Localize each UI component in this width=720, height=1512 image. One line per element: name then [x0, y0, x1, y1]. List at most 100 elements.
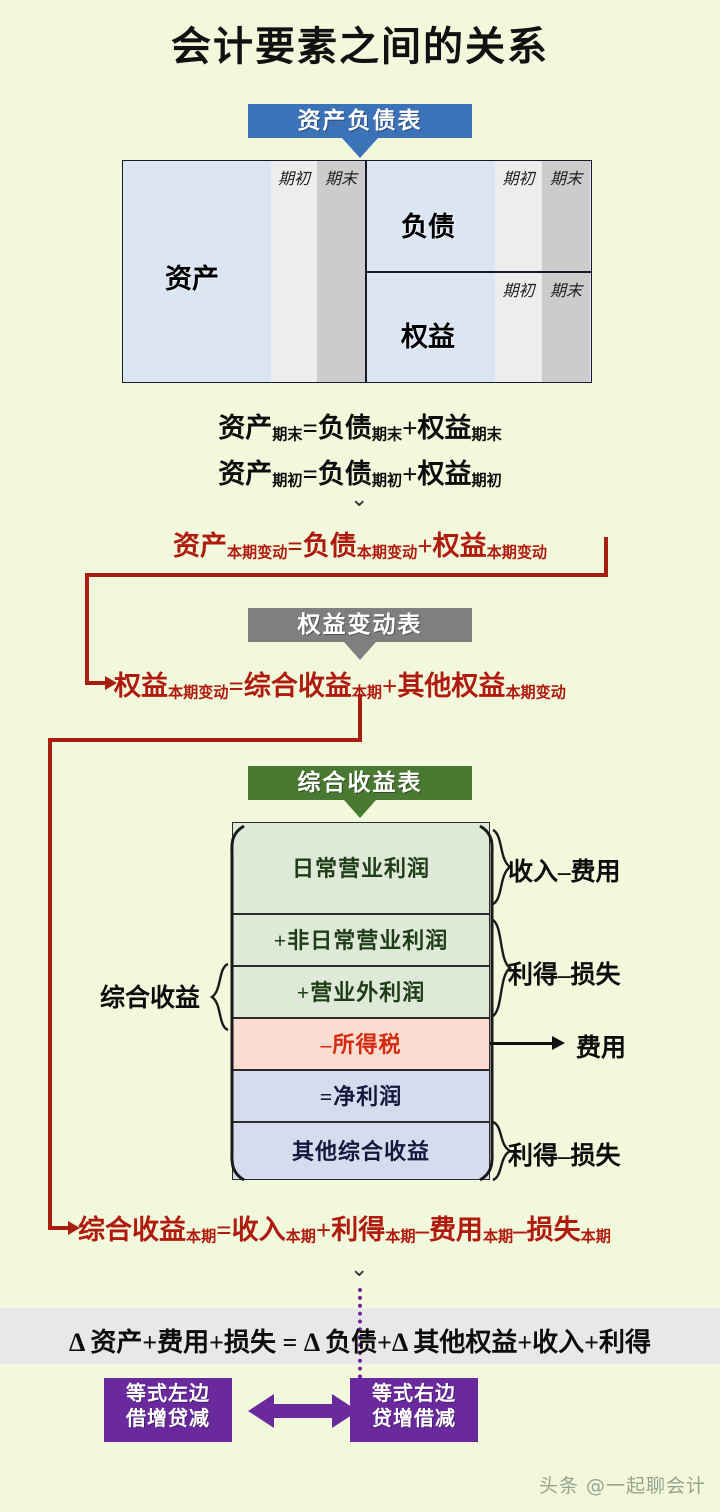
master-equation: Δ 资产+费用+损失 = Δ 负债+Δ 其他权益+收入+利得 [69, 1328, 651, 1357]
chevron-down-icon-2: ⌄ [350, 1256, 369, 1281]
eq-ci-sub-e: 本期 [580, 1229, 611, 1246]
eq-eqd-sub-c: 本期变动 [505, 685, 566, 702]
eq-end-term-b: 负债 [317, 413, 372, 443]
left-side-rule-box: 等式左边 借增贷减 [104, 1378, 232, 1442]
assets-label: 资产 [165, 264, 219, 294]
eq-eqd-term-a: 权益 [114, 671, 168, 701]
eq-delta-term-b: 负债 [302, 531, 357, 561]
income-row-5: 其他综合收益 [232, 1122, 490, 1180]
equity-statement-arrow-icon [344, 642, 376, 660]
eq-end-term-c: 权益 [417, 413, 472, 443]
income-row-2: +营业外利润 [232, 966, 490, 1018]
assets-col-begin-label: 期初 [277, 171, 310, 188]
eq-delta-plus: + [417, 531, 433, 561]
balance-sheet-arrow-icon [342, 138, 378, 158]
red-connector-1-top [604, 537, 608, 577]
eq-end-term-a: 资产 [218, 413, 273, 443]
equation-comprehensive-income: 综合收益本期=收入本期+利得本期–费用本期–损失本期 [78, 1208, 611, 1247]
eq-ci-sub-c: 本期 [385, 1229, 416, 1246]
eq-begin-sub-c: 期初 [471, 473, 502, 490]
red-connector-2-arrow-icon [68, 1221, 80, 1235]
balance-sheet-liabilities-cell: 期初 期末 负债 [366, 160, 592, 272]
equity-statement-arrow-stem-icon [353, 638, 367, 646]
eq-begin-sub-b: 期初 [371, 473, 403, 490]
balance-sheet-assets-cell: 期初 期末 资产 [122, 160, 366, 383]
balance-sheet-equity-cell: 期初 期末 权益 [366, 272, 592, 383]
eq-begin-term-b: 负债 [317, 459, 372, 489]
assets-begin-column [271, 161, 317, 382]
eq-eqd-term-b: 综合收益 [243, 671, 352, 701]
income-right-brace-icon-2 [492, 919, 512, 1017]
eq-end-sub-c: 期末 [471, 427, 502, 444]
eq-end-sub-b: 期末 [371, 427, 403, 444]
page-title: 会计要素之间的关系 [171, 24, 549, 70]
eq-delta-sub-a: 本期变动 [226, 545, 288, 562]
eq-begin-sub-a: 期初 [272, 473, 303, 490]
income-expense-arrow-head-icon [552, 1036, 565, 1050]
red-connector-1-arrow-icon [105, 676, 117, 690]
income-expense-arrow-line [490, 1042, 554, 1045]
eq-ci-term-d: 费用 [428, 1215, 483, 1245]
eq-ci-op3: – [513, 1215, 527, 1245]
liabilities-col-end-label: 期末 [549, 171, 582, 188]
eq-eqd-sub-a: 本期变动 [168, 685, 229, 702]
eq-begin-equals: = [302, 459, 318, 489]
eq-eqd-plus: + [382, 671, 398, 701]
chevron-down-icon-1: ⌄ [350, 486, 369, 511]
income-row-3: –所得税 [232, 1018, 490, 1070]
income-statement-left-label: 综合收益 [100, 985, 201, 1012]
income-statement-arrow-icon [344, 800, 376, 818]
income-statement-outer-bracket-icon [230, 824, 494, 1182]
equity-col-end-label: 期末 [549, 283, 582, 300]
eq-eqd-term-c: 其他权益 [397, 671, 506, 701]
liabilities-label: 负债 [401, 212, 455, 242]
left-side-rule-line2: 借增贷减 [126, 1408, 210, 1430]
eq-delta-sub-b: 本期变动 [356, 545, 418, 562]
income-row-4: =净利润 [232, 1070, 490, 1122]
eq-end-equals: = [302, 413, 318, 443]
eq-delta-sub-c: 本期变动 [486, 545, 548, 562]
red-connector-2-left [48, 738, 52, 1230]
watermark: 头条 @一起聊会计 [538, 1475, 706, 1497]
income-right-brace-icon-1 [492, 828, 512, 906]
master-divider-dotted-line [358, 1288, 362, 1418]
income-annotation-2: 费用 [576, 1035, 627, 1062]
assets-end-column [317, 161, 365, 382]
liabilities-end-column [542, 161, 590, 271]
double-arrow-icon [248, 1394, 358, 1428]
red-connector-1-left [85, 573, 89, 685]
eq-delta-equals: = [287, 531, 303, 561]
eq-ci-term-b: 收入 [231, 1215, 286, 1245]
eq-ci-term-c: 利得 [331, 1215, 386, 1245]
income-left-brace-icon [210, 962, 229, 1032]
red-connector-2-stem [358, 694, 362, 742]
red-connector-2-in [48, 1226, 70, 1230]
equity-end-column [542, 273, 590, 382]
equity-begin-column [495, 273, 542, 382]
red-connector-1-in [85, 681, 107, 685]
income-row-0: 日常营业利润 [232, 822, 490, 914]
equation-balance-delta: 资产本期变动=负债本期变动+权益本期变动 [0, 524, 720, 563]
balance-sheet-header: 资产负债表 [248, 104, 472, 138]
eq-ci-op1: + [315, 1215, 332, 1245]
equation-balance-end: 资产期末=负债期末+权益期末 [0, 406, 720, 445]
equity-col-begin-label: 期初 [502, 283, 535, 300]
equity-label: 权益 [401, 322, 455, 352]
income-annotation-0: 收入–费用 [508, 859, 621, 886]
income-statement-arrow-stem-icon [353, 796, 367, 804]
income-statement-header: 综合收益表 [248, 766, 472, 800]
balance-sheet-arrow-stem-icon [352, 134, 368, 142]
income-row-1: +非日常营业利润 [232, 914, 490, 966]
right-side-rule-line1: 等式右边 [372, 1383, 456, 1405]
eq-delta-term-c: 权益 [432, 531, 487, 561]
assets-col-end-label: 期末 [324, 171, 357, 188]
eq-ci-sub-b: 本期 [285, 1229, 316, 1246]
eq-ci-term-e: 损失 [526, 1215, 581, 1245]
red-connector-1-bottom [85, 573, 608, 577]
eq-ci-sub-d: 本期 [482, 1229, 514, 1246]
liabilities-col-begin-label: 期初 [502, 171, 535, 188]
right-side-rule-box: 等式右边 贷增借减 [350, 1378, 478, 1442]
right-side-rule-line2: 贷增借减 [372, 1408, 456, 1430]
eq-ci-sub-a: 本期 [186, 1229, 217, 1246]
